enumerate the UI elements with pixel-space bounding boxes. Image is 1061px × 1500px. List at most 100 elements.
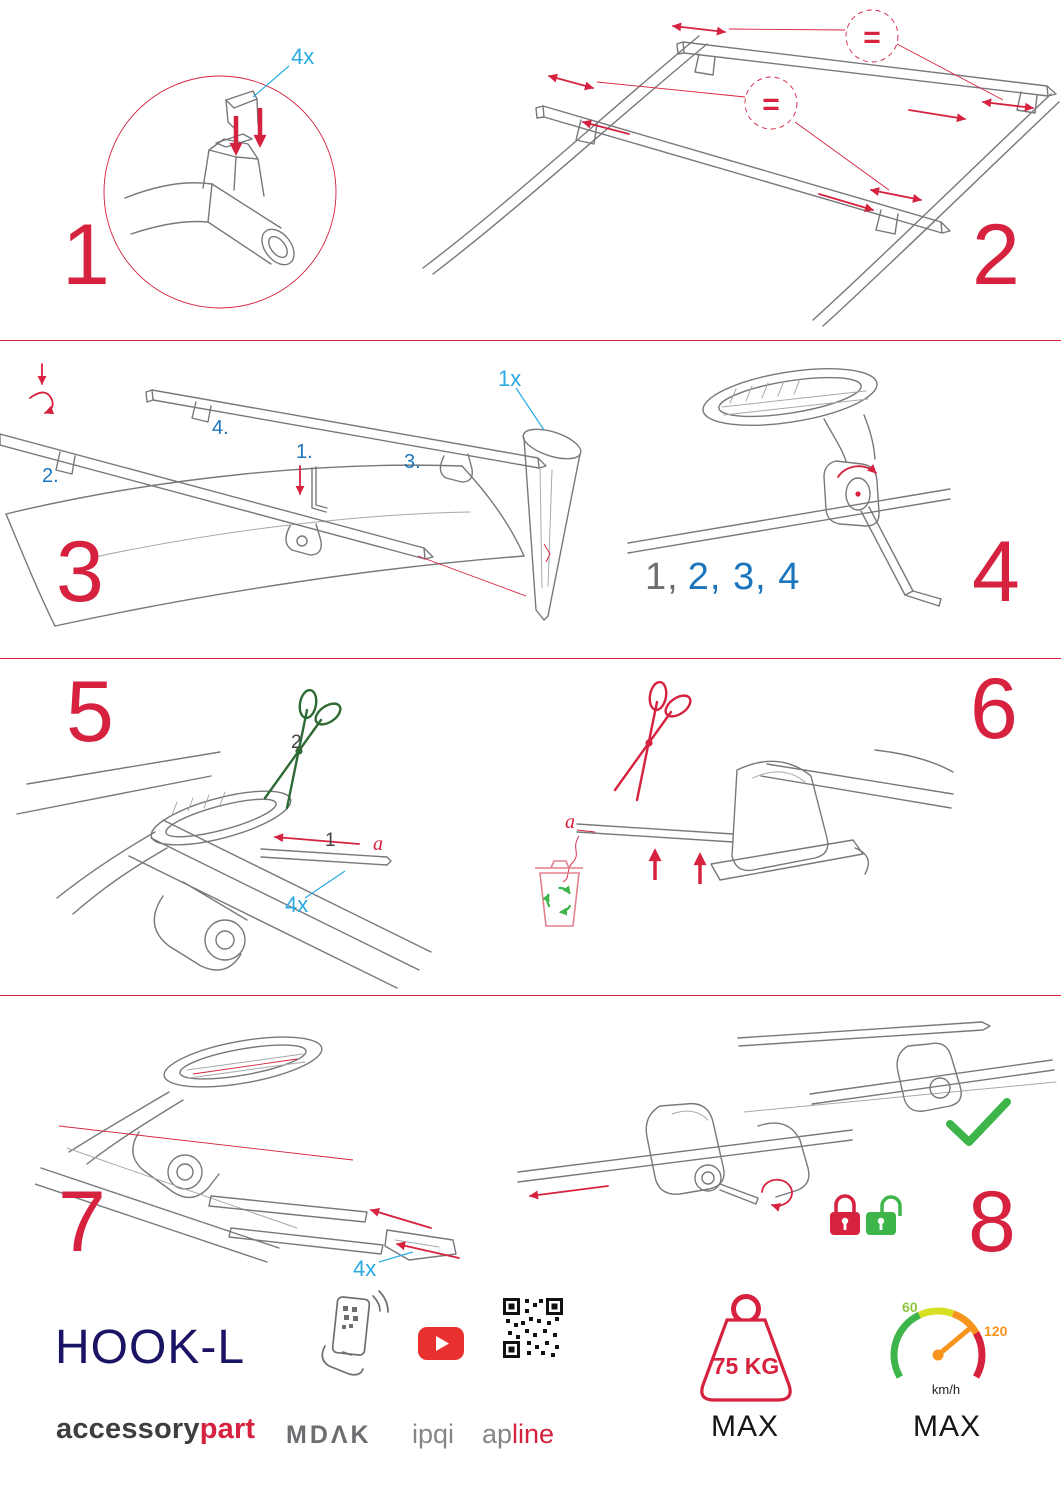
sequence-remaining: 2, 3, 4 <box>687 556 801 598</box>
substep-2: 2. <box>42 465 59 487</box>
bar-top-view <box>702 368 878 426</box>
equal-sign-top: = <box>863 21 881 54</box>
youtube-icon <box>418 1327 464 1360</box>
step2-illustration: = = <box>422 9 1060 327</box>
lock-closed-icon <box>830 1194 860 1235</box>
speedometer-icon: 60 120 km/h <box>890 1299 1008 1397</box>
hex-key-small <box>311 466 328 513</box>
strip-letter: a <box>565 811 575 833</box>
apline-suffix: line <box>512 1419 555 1449</box>
qty-label: 4x <box>353 1256 376 1281</box>
equal-spacing-callouts: = = <box>596 9 1004 191</box>
partner-logo-ipqi: ipqi <box>412 1419 455 1449</box>
substep-4: 4. <box>212 417 229 439</box>
qty-leader-line <box>515 387 545 431</box>
slide-arrow <box>529 1185 609 1200</box>
step4-illustration <box>627 368 951 607</box>
section-divider-1 <box>0 340 1061 341</box>
step-8-number: 8 <box>968 1174 1016 1270</box>
alignment-line <box>58 1125 354 1161</box>
qr-modules <box>506 1299 559 1357</box>
insert-arrows <box>229 108 267 156</box>
roof-rails-drawing <box>422 35 1060 327</box>
step4-sequence: 1,2, 3, 4 <box>645 556 800 599</box>
trash-bin-icon <box>535 860 583 927</box>
equal-sign-mid: = <box>762 88 780 121</box>
zoom-circle <box>103 75 337 309</box>
car-roof-drawing <box>5 464 525 627</box>
partner-logo-mdak: MDΛK <box>286 1421 372 1449</box>
rotate-hint <box>29 363 55 415</box>
roof-rail-drawing <box>16 751 432 989</box>
strip-insert-arrow <box>274 833 360 845</box>
substep-1: 1. <box>296 441 313 463</box>
brand-prefix: accessory <box>56 1413 200 1445</box>
speed-120: 120 <box>984 1323 1008 1339</box>
step5-illustration: 4x 1 a 2 <box>16 688 432 989</box>
step-4-number: 4 <box>972 524 1020 620</box>
apline-prefix: ap <box>482 1419 513 1449</box>
crossbar-end-drawing <box>124 90 295 266</box>
strip-letter: a <box>373 833 383 855</box>
cut-strip-curl <box>562 835 580 883</box>
qty-label: 1x <box>498 366 521 391</box>
step-1-number: 1 <box>62 207 110 303</box>
clamp-drawing <box>153 881 248 971</box>
qty-leader-line <box>252 65 290 98</box>
key-rotate-arrow <box>761 1178 793 1212</box>
speedometer-needle <box>935 1327 971 1358</box>
substep-3: 3. <box>404 451 421 473</box>
step-2-number: 2 <box>972 207 1020 303</box>
brand-suffix: part <box>199 1413 256 1445</box>
bar-opening-top <box>68 1036 323 1165</box>
scissors-icon <box>263 688 342 810</box>
step-3-number: 3 <box>56 524 104 620</box>
step1-illustration: 4x <box>103 44 337 309</box>
step8-illustration <box>517 1021 1057 1235</box>
speed-unit: km/h <box>932 1382 960 1397</box>
sequence-done: 1, <box>645 556 679 598</box>
qr-code <box>503 1298 563 1358</box>
recycle-icon <box>542 885 571 916</box>
step-6-number: 6 <box>970 661 1018 757</box>
crossbars-drawing <box>535 41 1057 235</box>
weight-icon: 75 KG <box>700 1294 792 1402</box>
scissors-number: 2 <box>291 732 302 753</box>
max-speed-label: MAX <box>912 1410 981 1443</box>
section-divider-2 <box>0 658 1061 659</box>
lock-open-icon <box>866 1195 902 1235</box>
cap-arrows <box>370 1208 460 1259</box>
step-5-number: 5 <box>66 664 114 760</box>
max-load-label: MAX <box>710 1410 779 1443</box>
section-divider-3 <box>0 995 1061 996</box>
rotate-arrow <box>837 464 877 478</box>
step7-illustration: 4x <box>35 1036 460 1281</box>
partner-logo-apline: apline <box>482 1419 554 1450</box>
phone-scan-icon <box>321 1290 389 1376</box>
qty-leader-line <box>378 1251 414 1263</box>
hex-key-drawing <box>860 506 942 607</box>
product-name: HOOK-L <box>55 1321 246 1374</box>
brand-logo: accessorypart <box>56 1413 255 1446</box>
strip-number: 1 <box>325 830 336 851</box>
step6-illustration: a <box>535 680 954 927</box>
step-7-number: 7 <box>58 1174 106 1270</box>
clamp-detail <box>627 414 951 554</box>
strip-in-slot-mark <box>192 1058 298 1075</box>
pouch-key-mark <box>543 543 551 563</box>
max-load-value: 75 KG <box>713 1353 779 1379</box>
assembled-check-drawing <box>737 1021 1057 1113</box>
bolt-mark <box>855 491 861 497</box>
strip-drawing <box>260 848 392 866</box>
qty-leader-line <box>304 870 346 899</box>
step3-illustration: 1x 1. 2. 3. 4. <box>0 363 582 627</box>
lift-arrows <box>648 848 707 884</box>
foot-clamp-drawing <box>710 760 869 881</box>
strip-letter-leader <box>576 829 596 833</box>
pouch-leader <box>417 555 527 597</box>
roof-edge-drawing <box>760 749 954 809</box>
scissors-icon <box>613 680 692 802</box>
measure-arrows <box>548 22 1034 213</box>
bar-opening-drawing <box>56 790 292 915</box>
